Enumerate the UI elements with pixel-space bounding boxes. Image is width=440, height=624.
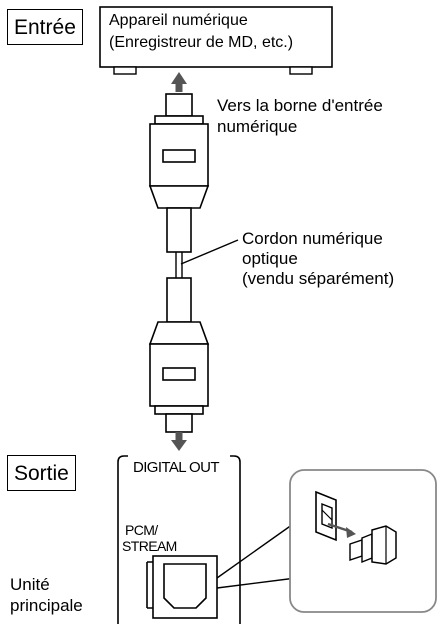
cap-removal-icon [289,469,437,613]
digital-device [99,6,333,75]
cord-annotation-line2: optique [242,249,298,268]
main-unit-label-line1: Unité [10,575,50,594]
cord-annotation-line3: (vendu séparément) [242,269,395,288]
optical-plug-icon [148,93,210,253]
main-unit-label-line2: principale [10,596,83,615]
arrow-up-icon [171,72,187,92]
cord-annotation-line1: Cordon numérique [242,229,383,248]
optical-cord [175,252,183,278]
main-unit-panel [117,455,241,624]
callout-connector [216,521,297,589]
pcm-stream-label-line2: STREAM [122,538,177,554]
input-label: Entrée [7,9,83,45]
digital-out-label: DIGITAL OUT [131,459,221,476]
cord-leader-line [180,239,239,265]
terminal-annotation-line1: Vers la borne d'entrée [217,96,383,115]
pcm-stream-label-line1: PCM/ [125,522,158,538]
input-label-text: Entrée [14,16,76,39]
output-label-text: Sortie [14,462,69,485]
device-example: (Enregistreur de MD, etc.) [109,34,294,51]
output-label: Sortie [7,455,76,491]
digital-out-port [146,555,218,619]
device-name: Appareil numérique [109,12,248,29]
terminal-annotation-line2: numérique [217,117,298,136]
arrow-down-icon [171,432,187,451]
optical-plug-icon [148,277,210,433]
